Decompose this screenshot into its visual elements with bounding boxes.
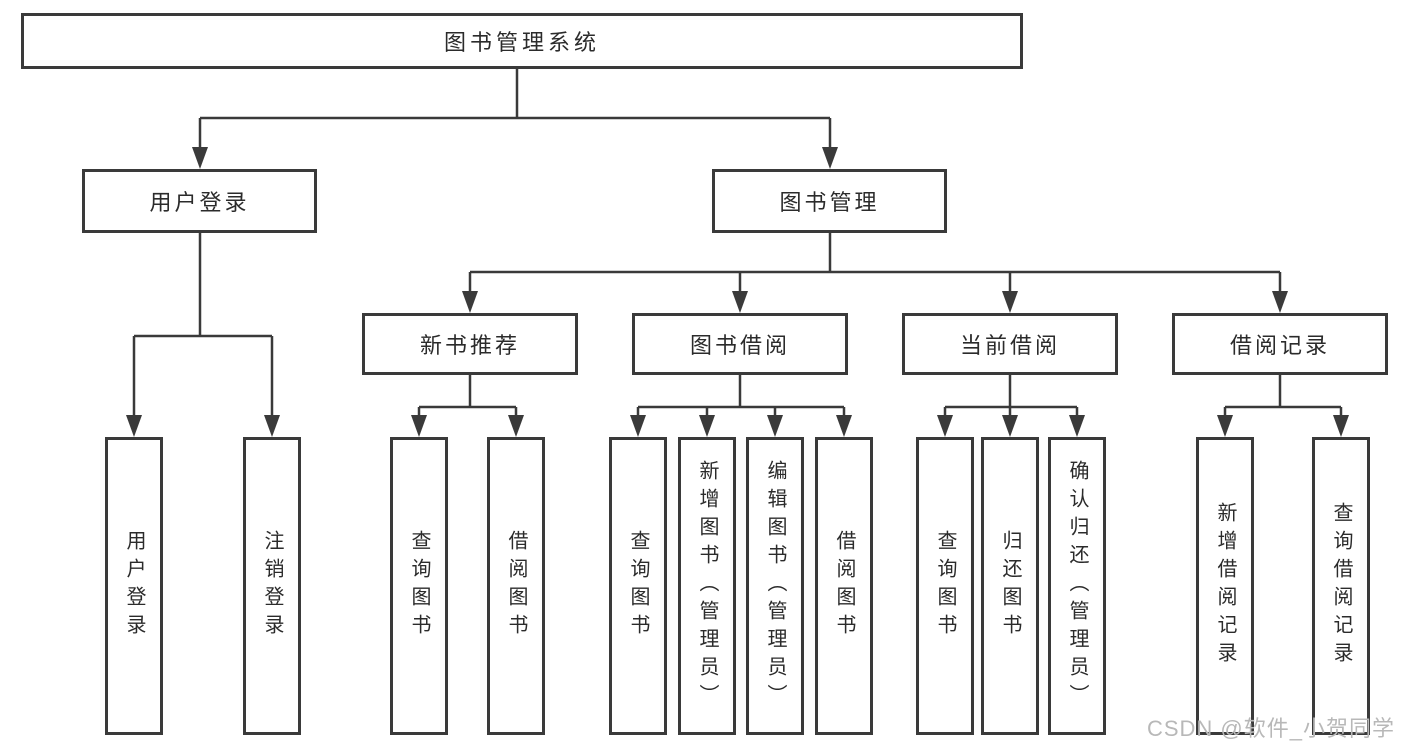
connector-book-management-children [462,233,1288,313]
node-leaf-return-book: 归还图书 [981,437,1039,735]
node-leaf-borrow-book-2-label: 借阅图书 [833,530,855,642]
node-leaf-query-book-1: 查询图书 [390,437,448,735]
node-current-borrow-label: 当前借阅 [959,333,1060,358]
csdn-watermark: CSDN @软件_小贺同学 [1146,716,1395,741]
node-current-borrow: 当前借阅 [902,313,1118,375]
node-leaf-add-borrow-record-label: 新增借阅记录 [1214,502,1236,670]
connector-borrow-records-children [1217,375,1349,437]
node-new-book-recommend: 新书推荐 [362,313,578,375]
node-leaf-user-login: 用户登录 [105,437,163,735]
node-root-label: 图书管理系统 [443,30,600,55]
node-borrow-records-label: 借阅记录 [1229,333,1330,358]
node-borrow-records: 借阅记录 [1172,313,1388,375]
node-leaf-logout-label: 注销登录 [261,530,283,642]
node-leaf-add-borrow-record: 新增借阅记录 [1196,437,1254,735]
connector-current-borrow-children [937,375,1085,437]
node-leaf-query-book-2-label: 查询图书 [627,530,649,642]
node-book-borrow: 图书借阅 [632,313,848,375]
node-leaf-query-book-3-label: 查询图书 [934,530,956,642]
node-new-book-recommend-label: 新书推荐 [419,333,520,358]
node-leaf-return-book-label: 归还图书 [999,530,1021,642]
node-leaf-user-login-label: 用户登录 [123,530,145,642]
node-leaf-borrow-book-2: 借阅图书 [815,437,873,735]
node-leaf-query-book-1-label: 查询图书 [408,530,430,642]
node-leaf-query-borrow-record: 查询借阅记录 [1312,437,1370,735]
node-leaf-confirm-return-admin-label: 确认归还（管理员） [1066,460,1088,712]
connector-new-book-recommend-children [411,375,524,437]
node-book-borrow-label: 图书借阅 [689,333,790,358]
node-root: 图书管理系统 [21,13,1023,69]
node-leaf-query-book-2: 查询图书 [609,437,667,735]
node-leaf-add-book-admin: 新增图书（管理员） [678,437,736,735]
node-user-login: 用户登录 [82,169,317,233]
connector-user-login-children [126,233,280,437]
node-book-management: 图书管理 [712,169,947,233]
node-leaf-confirm-return-admin: 确认归还（管理员） [1048,437,1106,735]
connector-root-to-level2 [192,69,838,169]
node-leaf-query-borrow-record-label: 查询借阅记录 [1330,502,1352,670]
node-leaf-add-book-admin-label: 新增图书（管理员） [696,460,718,712]
node-book-management-label: 图书管理 [779,190,880,215]
connector-book-borrow-children [630,375,852,437]
node-user-login-label: 用户登录 [149,190,250,215]
node-leaf-borrow-book-1-label: 借阅图书 [505,530,527,642]
node-leaf-query-book-3: 查询图书 [916,437,974,735]
node-leaf-borrow-book-1: 借阅图书 [487,437,545,735]
node-leaf-logout: 注销登录 [243,437,301,735]
node-leaf-edit-book-admin: 编辑图书（管理员） [746,437,804,735]
node-leaf-edit-book-admin-label: 编辑图书（管理员） [764,460,786,712]
